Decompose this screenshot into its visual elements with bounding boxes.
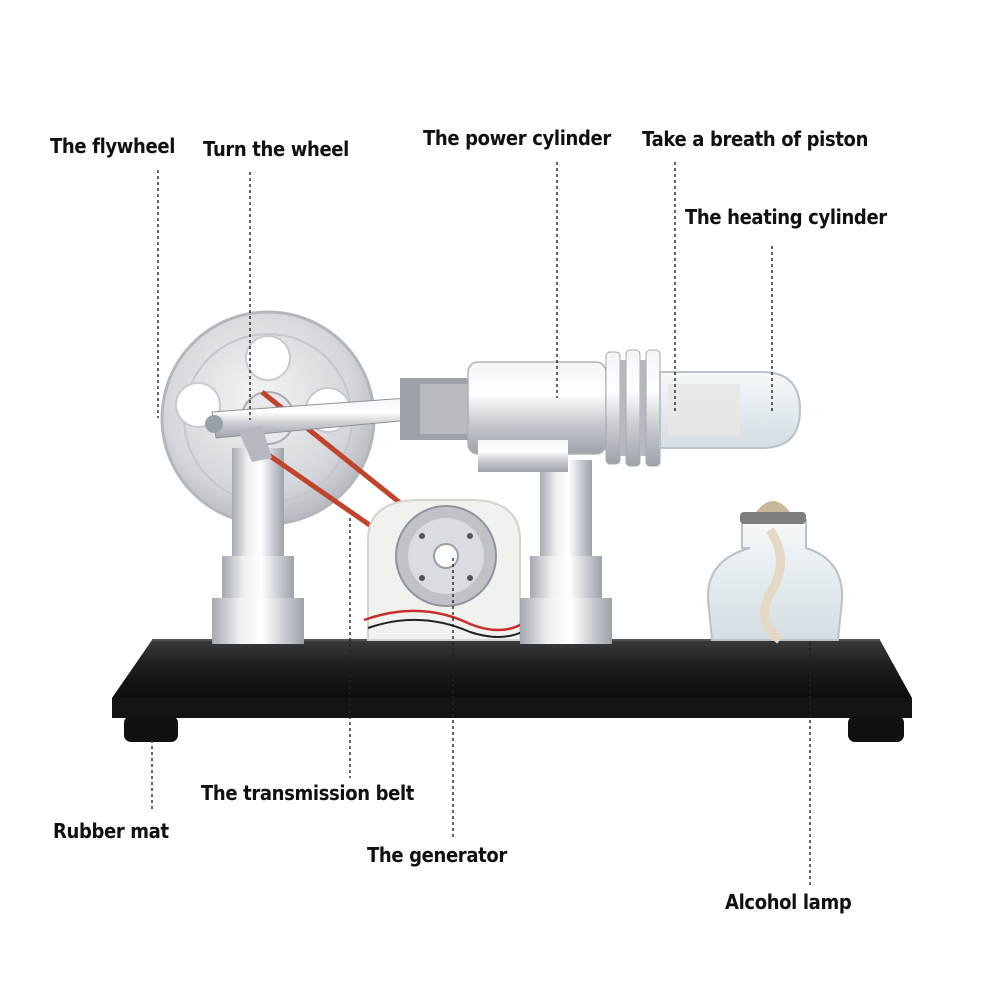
label-transmission-belt: The transmission belt [201,781,415,805]
label-rubber-mat: Rubber mat [53,819,169,843]
generator [363,499,523,641]
label-turn-wheel: Turn the wheel [203,137,349,161]
label-breath-piston: Take a breath of piston [642,127,869,151]
label-flywheel: The flywheel [50,134,176,158]
label-power-cylinder: The power cylinder [423,126,611,150]
base-plate [112,639,912,718]
label-heating-cylinder: The heating cylinder [685,205,887,229]
alcohol-lamp [706,501,844,644]
leader-lines [151,162,811,886]
label-generator: The generator [367,843,507,867]
label-alcohol-lamp: Alcohol lamp [725,890,852,914]
rubber-mat-feet [124,716,904,742]
flywheel-post [212,448,304,644]
cylinder-post [520,460,612,644]
heating-cylinder [659,371,802,449]
cylinder-assembly [400,349,661,472]
